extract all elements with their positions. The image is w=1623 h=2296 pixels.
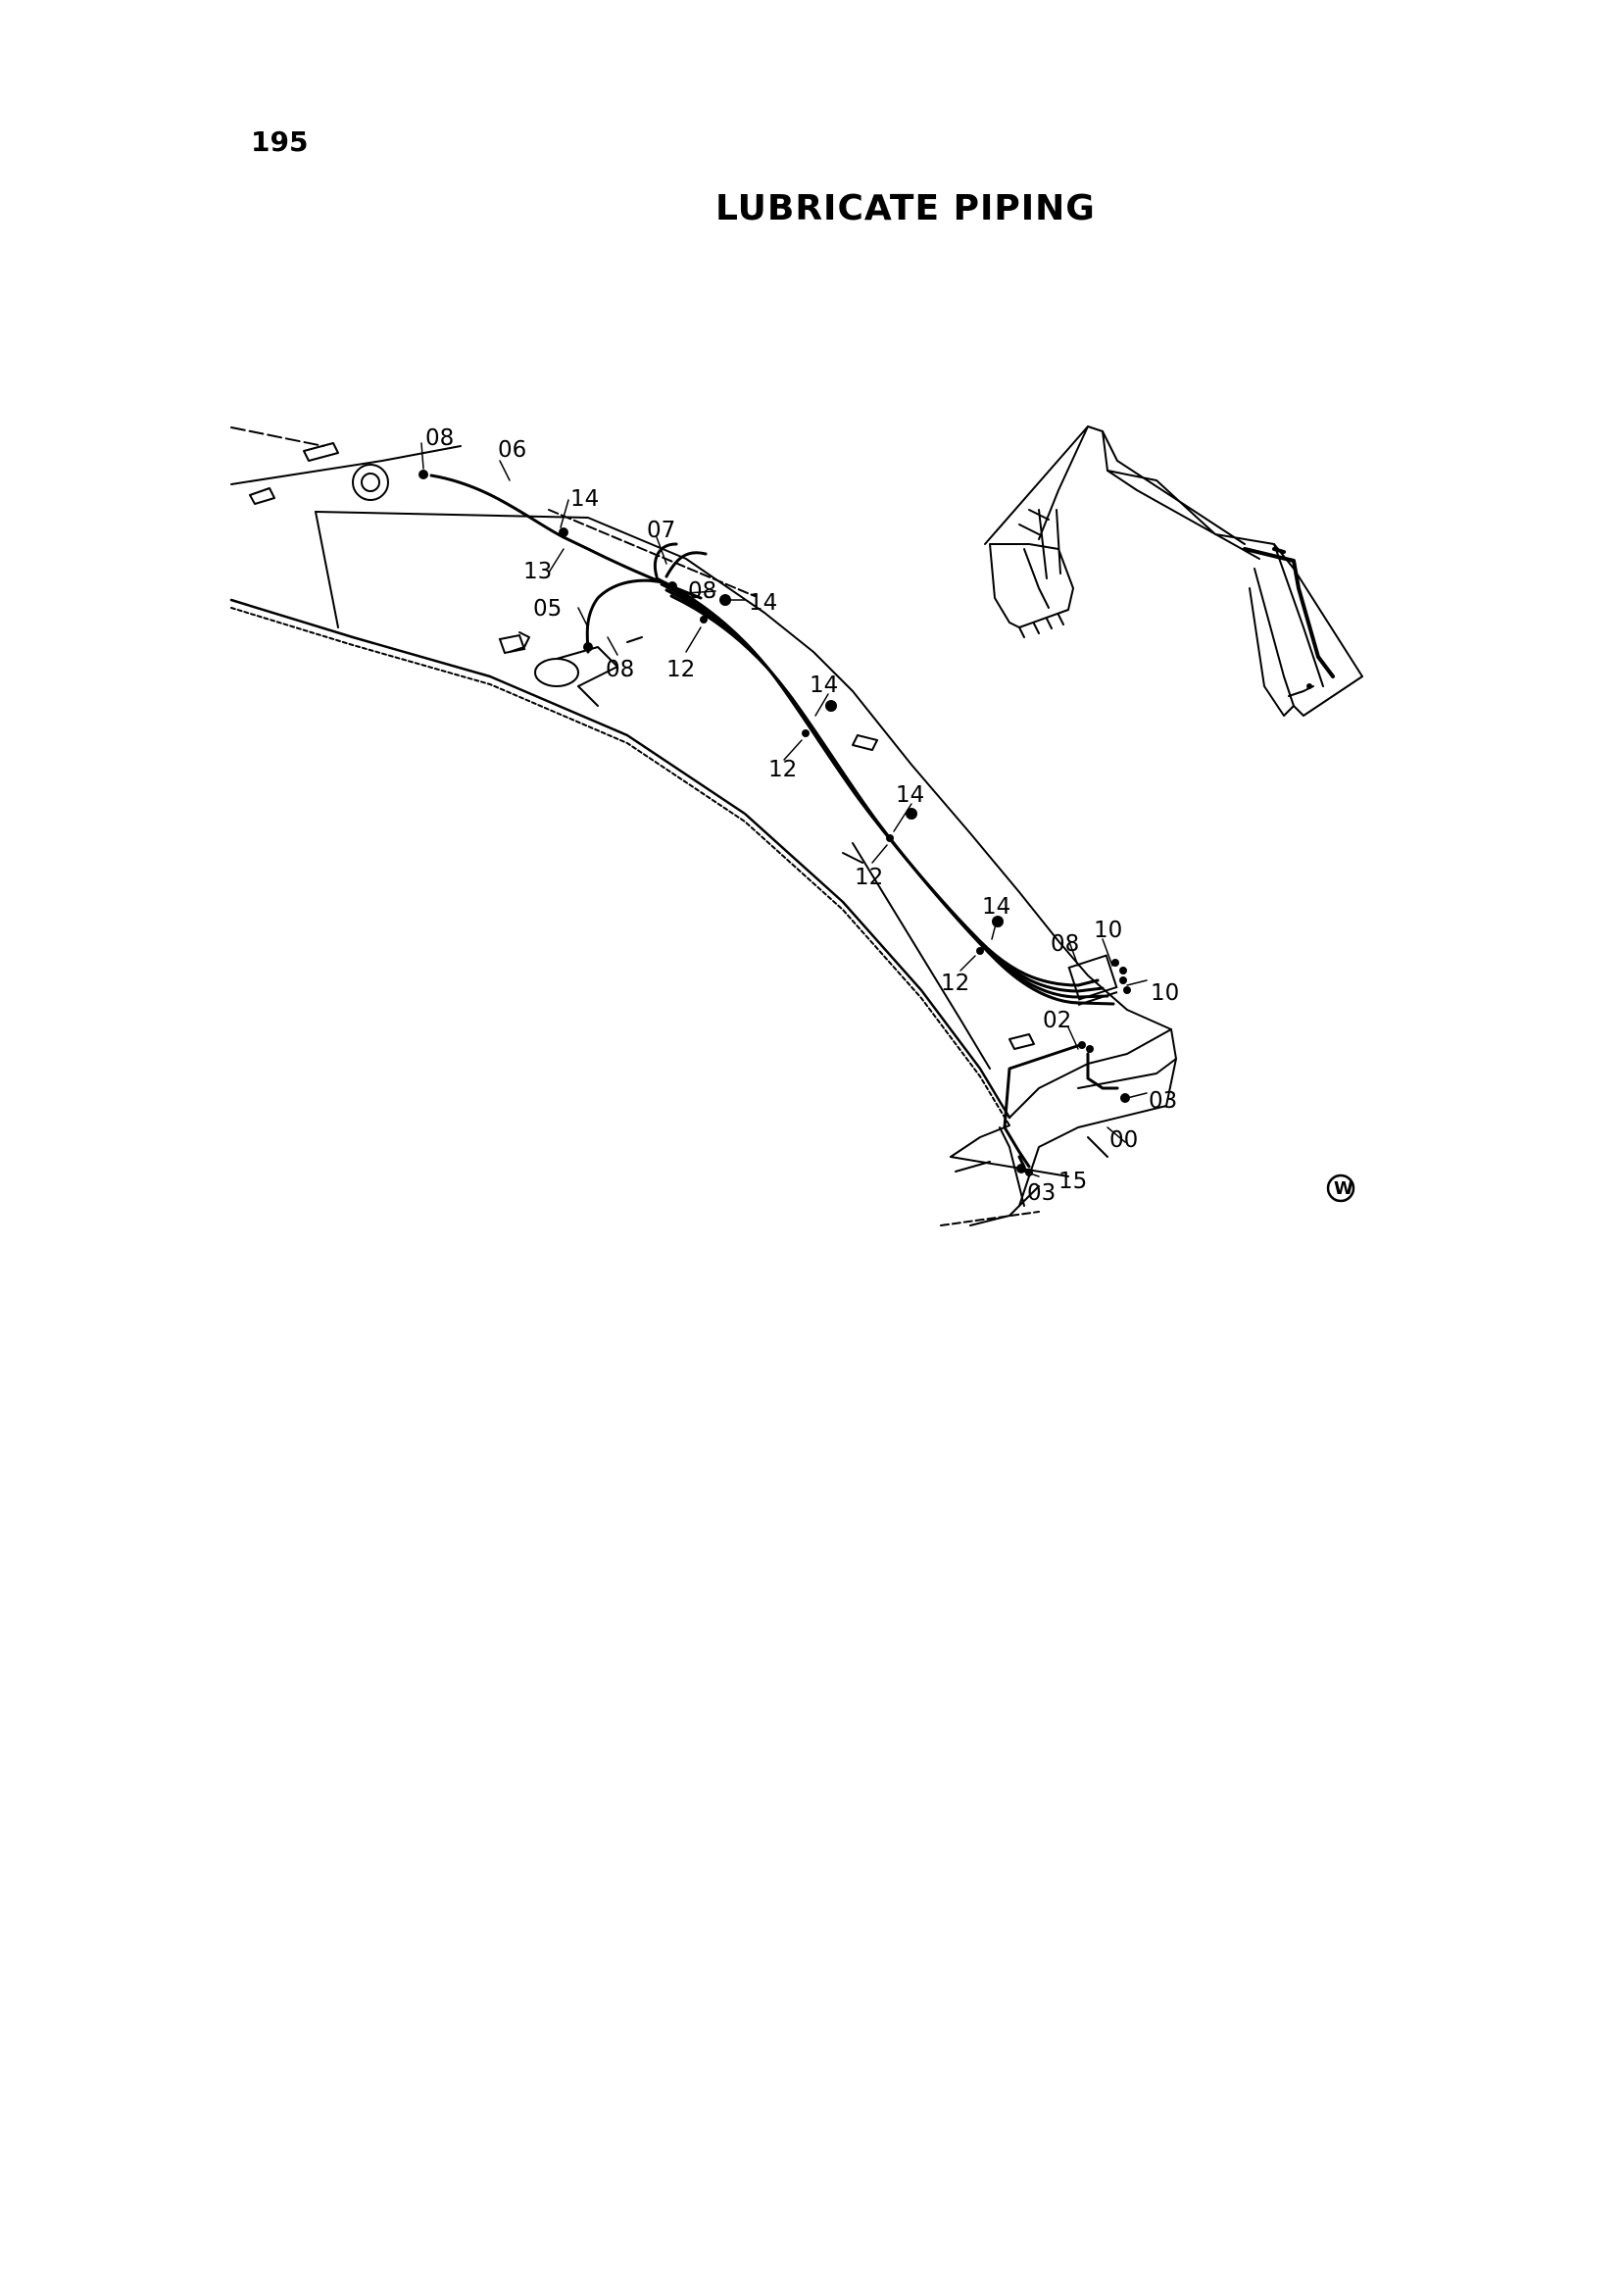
callout-05: 05 bbox=[533, 596, 562, 622]
page-title: LUBRICATE PIPING bbox=[715, 188, 1096, 228]
callout-06: 06 bbox=[498, 437, 526, 463]
callout-12-c: 12 bbox=[855, 865, 883, 890]
callout-10-b: 10 bbox=[1151, 980, 1179, 1006]
circled-w-icon: W bbox=[1326, 1173, 1355, 1203]
callout-08-top: 08 bbox=[425, 425, 454, 451]
callout-03-b: 03 bbox=[1027, 1180, 1056, 1206]
callout-14-d: 14 bbox=[896, 782, 924, 808]
watermark-letter: W bbox=[1334, 1178, 1353, 1199]
callout-14-c: 14 bbox=[810, 673, 838, 698]
page-number: 195 bbox=[251, 125, 309, 158]
callout-08-mid: 08 bbox=[688, 578, 716, 604]
callout-08-end: 08 bbox=[1051, 931, 1079, 957]
callout-labels: 08 06 14 07 13 05 08 14 08 12 14 12 14 1… bbox=[425, 425, 1179, 1206]
clamp-icon bbox=[498, 633, 1118, 1006]
callout-15: 15 bbox=[1058, 1169, 1087, 1194]
callout-03-a: 03 bbox=[1149, 1088, 1177, 1114]
callout-14-a: 14 bbox=[570, 486, 599, 512]
callout-13: 13 bbox=[523, 559, 552, 584]
callout-10-a: 10 bbox=[1094, 918, 1122, 943]
hose-bundle bbox=[429, 474, 1115, 1006]
callout-00: 00 bbox=[1109, 1127, 1138, 1153]
boom-outline bbox=[229, 426, 1177, 1226]
callout-14-e: 14 bbox=[982, 894, 1010, 920]
grease-nipple-icon bbox=[418, 470, 1312, 1176]
callout-12-b: 12 bbox=[768, 757, 797, 782]
callout-12-a: 12 bbox=[666, 657, 695, 682]
callout-14-b: 14 bbox=[749, 590, 777, 616]
callout-08-low: 08 bbox=[606, 657, 634, 682]
callout-02: 02 bbox=[1043, 1008, 1071, 1033]
excavator-overview-icon bbox=[984, 425, 1363, 717]
callout-07: 07 bbox=[647, 518, 675, 543]
leader-lines bbox=[420, 442, 1148, 1177]
callout-12-d: 12 bbox=[941, 971, 969, 996]
